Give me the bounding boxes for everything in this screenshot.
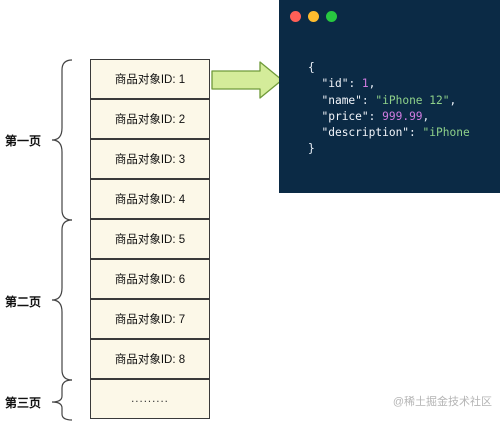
- list-item: 商品对象ID: 2: [90, 99, 210, 139]
- list-item: 商品对象ID: 3: [90, 139, 210, 179]
- brace-page-3: [51, 379, 73, 421]
- list-item: 商品对象ID: 5: [90, 219, 210, 259]
- list-item: 商品对象ID: 4: [90, 179, 210, 219]
- list-item: 商品对象ID: 7: [90, 299, 210, 339]
- arrow-to-json: [211, 61, 283, 99]
- json-open-brace: {: [308, 61, 315, 74]
- json-value-name: "iPhone 12": [375, 93, 450, 107]
- json-key-name: "name": [321, 93, 362, 107]
- json-value-description: "iPhone: [422, 126, 470, 140]
- list-item: 商品对象ID: 1: [90, 59, 210, 99]
- list-item-ellipsis: .........: [90, 379, 210, 419]
- list-item: 商品对象ID: 8: [90, 339, 210, 379]
- brace-page-2: [51, 219, 73, 381]
- json-value-price: 999.99: [382, 109, 423, 123]
- json-key-id: "id": [321, 77, 349, 91]
- json-key-price: "price": [321, 109, 369, 123]
- json-code-window: { "id": 1, "name": "iPhone 12", "price":…: [279, 0, 500, 193]
- page-label-2: 第二页: [5, 295, 42, 309]
- list-item: 商品对象ID: 6: [90, 259, 210, 299]
- json-key-description: "description": [321, 126, 410, 140]
- maximize-dot-icon: [326, 11, 337, 22]
- minimize-dot-icon: [308, 11, 319, 22]
- page-label-1: 第一页: [5, 134, 42, 148]
- close-dot-icon: [290, 11, 301, 22]
- json-code: { "id": 1, "name": "iPhone 12", "price":…: [308, 61, 470, 156]
- json-close-brace: }: [308, 142, 315, 156]
- watermark: @稀土掘金技术社区: [392, 396, 492, 408]
- brace-page-1: [51, 59, 73, 221]
- page-label-3: 第三页: [5, 396, 42, 410]
- json-value-id: 1: [361, 77, 369, 91]
